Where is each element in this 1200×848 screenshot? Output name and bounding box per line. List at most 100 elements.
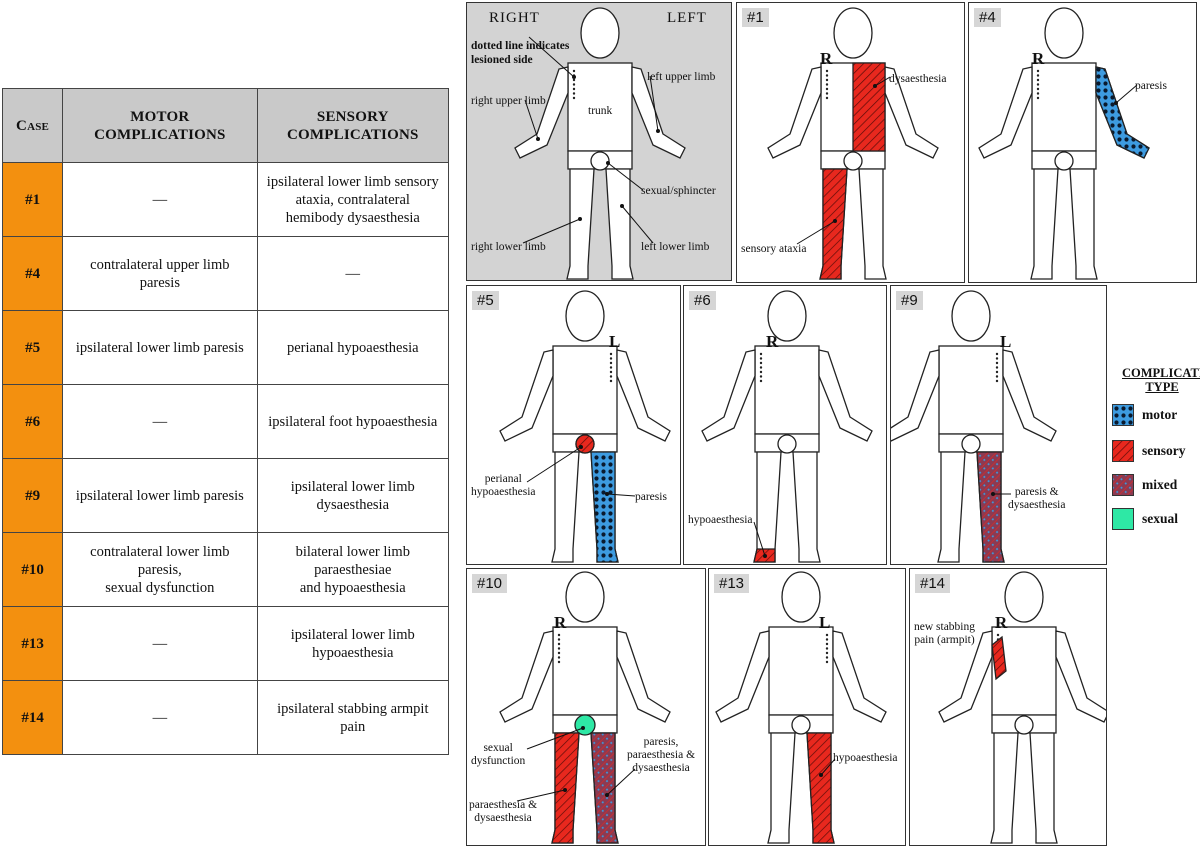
sphincter-circle	[843, 151, 863, 171]
motor-cell: —	[62, 606, 258, 681]
trunk	[1031, 62, 1097, 152]
lesion-dot	[996, 633, 1000, 637]
lesion-dot	[557, 651, 561, 655]
lesion-dot	[1036, 87, 1040, 91]
sensory-cell: ipsilateral stabbing armpit pain	[256, 680, 450, 755]
leader-line	[606, 493, 636, 497]
trunk	[567, 62, 633, 152]
legend-swatch-sensory	[1112, 440, 1134, 462]
lesion-dot	[825, 651, 829, 655]
leader-line	[526, 727, 584, 750]
head	[580, 7, 620, 59]
left-leg-mixed	[976, 451, 1005, 563]
left-leg-mixed	[590, 732, 619, 844]
motor-cell: contralateral upper limb paresis	[62, 236, 258, 311]
lesion-dot	[995, 379, 999, 383]
key-label-trunk: trunk	[588, 105, 613, 117]
lesion-dot	[825, 96, 829, 100]
lesion-dot	[759, 370, 763, 374]
body-outline-key	[514, 7, 686, 280]
left-upper-limb	[818, 349, 873, 442]
sensory-cell: ipsilateral lower limb hypoaesthesia	[256, 606, 450, 681]
trunk	[768, 626, 834, 716]
left-leg-sensory	[806, 732, 835, 844]
right-upper-limb	[978, 66, 1033, 159]
key-note: dotted line indicates lesioned side	[471, 40, 570, 66]
lesion-dot	[609, 366, 613, 369]
lesion-dot	[825, 633, 829, 637]
leader-line	[753, 521, 766, 557]
left-upper-limb	[616, 630, 671, 723]
left-upper-limb	[1002, 349, 1057, 442]
perianal-sensory	[575, 434, 595, 454]
body-key-panel: RIGHT LEFT dotted line indicates lesione…	[466, 2, 732, 281]
sensory-cell: —	[256, 236, 450, 311]
lesion-dot	[825, 83, 829, 86]
sphincter-circle	[791, 715, 811, 735]
leader-line	[874, 76, 891, 87]
table-row: #13—ipsilateral lower limb hypoaesthesia	[1, 606, 450, 681]
leader-line	[621, 205, 654, 244]
key-right-label: RIGHT	[489, 10, 540, 26]
case-cell: #4	[1, 236, 64, 311]
case-label-10: #10	[472, 574, 508, 593]
lesion-dot	[995, 361, 999, 365]
annotation-paraesthesia-dysaesthesia: paraesthesia & dysaesthesia	[469, 799, 538, 824]
annotation-paresis: paresis	[1135, 80, 1167, 92]
body-outline-9	[891, 290, 1057, 563]
right-upper-limb	[891, 349, 940, 442]
sphincter-circle	[777, 434, 797, 454]
lesion-dot	[995, 375, 999, 378]
legend-title: COMPLICATION TYPE	[1122, 366, 1200, 394]
header-motor-text: MOTOR COMPLICATIONS	[94, 108, 226, 143]
leader-dot	[819, 773, 823, 777]
right-lower-limb	[990, 732, 1019, 844]
case-panel-9: #9 L paresis & dysaesthesia	[890, 285, 1107, 565]
annotation-paresis-paraesthesia-dysaesthesia: paresis, paraesthesia & dysaesthesia	[627, 736, 696, 774]
legend-label-sexual: sexual	[1142, 511, 1179, 526]
right-upper-limb	[499, 349, 554, 442]
right-upper-limb	[767, 66, 822, 159]
lesion-dot	[572, 96, 576, 100]
head	[1044, 7, 1084, 59]
leader-line	[1115, 84, 1138, 104]
left-upper-limb	[832, 630, 887, 723]
lesion-dot	[759, 357, 763, 360]
sphincter-circle	[961, 434, 981, 454]
trunk-left-sensory	[852, 62, 886, 152]
leader-dot	[536, 137, 540, 141]
case-panel-6: #6 R hypoaesthesia	[683, 285, 887, 565]
right-upper-limb	[499, 630, 554, 723]
header-sensory-text: SENSORY COMPLICATIONS	[287, 108, 419, 143]
leader-line	[524, 99, 539, 140]
motor-cell: —	[62, 162, 258, 237]
key-label-right-upper-limb: right upper limb	[471, 95, 546, 107]
case-cell: #10	[1, 532, 64, 607]
lesion-dot	[759, 366, 763, 369]
right-leg-sensory	[551, 732, 580, 844]
left-lower-limb	[858, 168, 887, 280]
left-leg-motor	[590, 451, 619, 563]
sphincter-circle	[590, 151, 610, 171]
sensory-cell: bilateral lower limb paraesthesiae and h…	[256, 532, 450, 607]
leader-line	[606, 768, 636, 796]
head	[565, 571, 605, 623]
head	[565, 290, 605, 342]
leader-dot	[578, 217, 582, 221]
lesion-dot	[1036, 78, 1040, 82]
case-label-6: #6	[689, 291, 716, 310]
right-upper-limb	[715, 630, 770, 723]
leader-dot	[620, 204, 624, 208]
lesion-dot	[825, 74, 829, 77]
key-label-left-upper-limb: left upper limb	[647, 71, 716, 83]
motor-cell: —	[62, 384, 258, 459]
leader-line	[526, 446, 582, 483]
annotation-sexual-dysfunction: sexual dysfunction	[471, 742, 526, 767]
annotation-paresis: paresis	[635, 491, 667, 503]
lesion-dot	[825, 642, 829, 646]
leader-dot	[605, 793, 609, 797]
case-panel-5: #5 L perianal hypoaesthesia paresis	[466, 285, 681, 565]
lesion-dot	[609, 361, 613, 365]
